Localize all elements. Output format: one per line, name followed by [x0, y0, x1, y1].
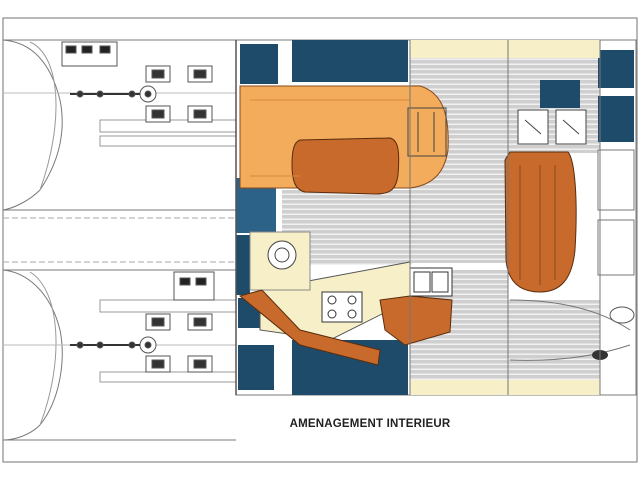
forward-bunk	[504, 151, 577, 293]
cabin-panel	[598, 50, 634, 88]
door-frame	[407, 107, 447, 157]
bow-berth-outline	[509, 299, 631, 361]
step-lower-1	[99, 299, 237, 313]
right-floor-lower	[508, 300, 600, 388]
locker	[597, 219, 635, 276]
deck-fittings-lower	[70, 271, 215, 373]
round-fixture	[267, 240, 297, 270]
saloon-section	[235, 39, 637, 396]
fitting-box	[173, 271, 215, 301]
saloon-table	[291, 137, 400, 195]
cabin-panel	[540, 80, 580, 108]
drawing-border	[2, 17, 638, 463]
starboard-transom	[29, 271, 57, 426]
starboard-hull-outline	[2, 269, 236, 441]
step-lower-2	[99, 371, 237, 383]
galley-cabinet	[238, 289, 381, 366]
stern-section	[2, 39, 237, 441]
port-transom	[29, 41, 57, 191]
cabin-panel	[292, 40, 408, 82]
cream-surface	[508, 40, 600, 58]
port-hull-outline	[2, 39, 236, 211]
stove	[321, 291, 363, 323]
cabin-panel	[236, 235, 250, 295]
cabin-panel	[598, 96, 634, 142]
step-upper-2	[99, 135, 237, 147]
cream-surface	[410, 40, 508, 58]
drawing-caption: AMENAGEMENT INTERIEUR	[289, 418, 451, 430]
cabin-panel	[240, 44, 278, 84]
cabin-panel	[238, 345, 274, 390]
cream-surface	[410, 380, 600, 395]
locker	[597, 149, 635, 211]
bow-fitting	[609, 306, 635, 324]
deck-fittings-upper	[61, 41, 213, 123]
